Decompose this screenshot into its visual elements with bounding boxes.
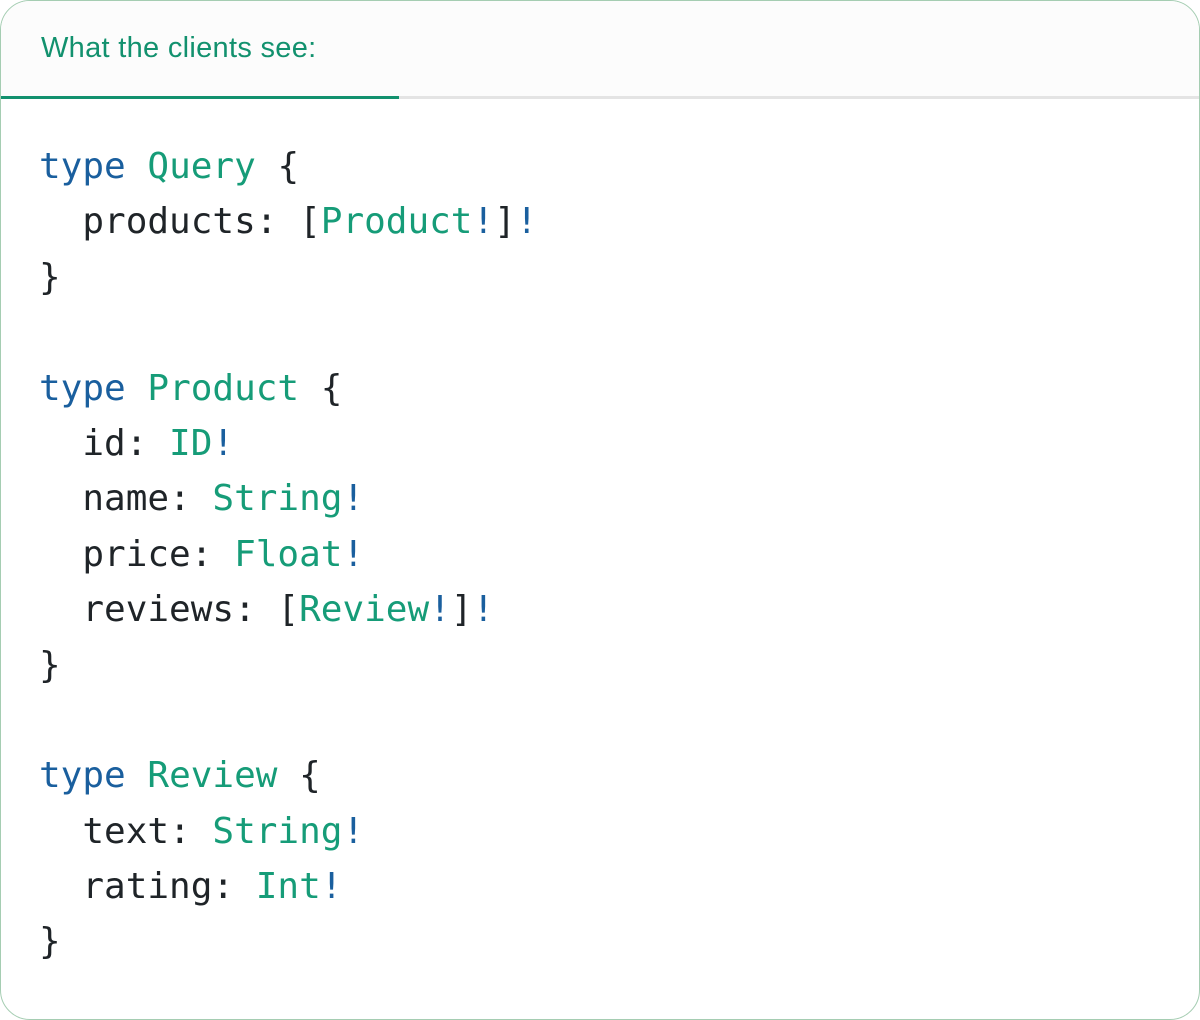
code-token: { <box>277 755 321 797</box>
code-line: rating: Int! <box>39 859 1169 914</box>
code-token <box>126 368 148 409</box>
code-token: ! <box>515 201 538 243</box>
code-token: ! <box>342 810 365 852</box>
code-token: } <box>39 256 61 298</box>
code-token: type <box>39 146 126 187</box>
code-token: ! <box>472 201 495 243</box>
code-token: Float <box>234 533 343 575</box>
code-token: rating: <box>39 866 256 908</box>
code-token: id: <box>39 422 170 464</box>
code-token: ! <box>472 589 495 631</box>
code-token: { <box>299 367 343 409</box>
code-line: type Product { <box>39 361 1169 416</box>
code-token: ! <box>342 533 365 575</box>
code-line: type Query { <box>39 139 1169 194</box>
code-line: text: String! <box>39 804 1169 859</box>
code-token: } <box>39 921 61 963</box>
code-token: type <box>39 367 126 409</box>
code-token: name: <box>39 478 213 520</box>
code-token: ! <box>212 422 235 464</box>
code-line: } <box>39 638 1169 693</box>
code-token <box>126 755 148 796</box>
code-line: type Review { <box>39 748 1169 803</box>
code-token: } <box>39 644 61 686</box>
code-token: ! <box>429 589 451 631</box>
code-token: products: [ <box>39 201 321 243</box>
code-line: name: String! <box>39 471 1169 526</box>
code-token: Review <box>147 755 278 797</box>
code-token: ID <box>169 422 213 464</box>
code-line <box>39 693 1169 748</box>
tab-bar: What the clients see: <box>1 1 1199 99</box>
code-token <box>126 146 148 187</box>
code-token: ] <box>494 201 516 243</box>
code-token: Review <box>299 589 430 631</box>
code-token: Product <box>320 201 473 243</box>
code-token: Query <box>147 146 256 187</box>
code-token: ] <box>450 589 473 631</box>
code-token: String <box>212 810 343 852</box>
code-line: } <box>39 914 1169 969</box>
code-line: reviews: [Review!]! <box>39 582 1169 637</box>
code-token: text: <box>39 810 213 852</box>
code-line: products: [Product!]! <box>39 194 1169 249</box>
code-token: { <box>255 146 300 187</box>
tab-what-clients-see[interactable]: What the clients see: <box>1 1 399 99</box>
graphql-schema-code: type Query { products: [Product!]!}type … <box>1 99 1199 970</box>
code-token: type <box>39 755 126 797</box>
tab-label: What the clients see: <box>41 32 317 64</box>
code-token: Product <box>147 367 300 409</box>
code-token: ! <box>320 866 343 908</box>
code-token: reviews: [ <box>39 589 300 631</box>
code-line: price: Float! <box>39 527 1169 582</box>
code-token: price: <box>39 533 235 575</box>
code-line <box>39 305 1169 360</box>
active-tab-underline <box>1 96 399 99</box>
code-token: Int <box>255 866 321 908</box>
code-line: id: ID! <box>39 416 1169 471</box>
code-token: String <box>212 478 343 520</box>
code-token: ! <box>342 478 365 520</box>
code-line: } <box>39 250 1169 305</box>
